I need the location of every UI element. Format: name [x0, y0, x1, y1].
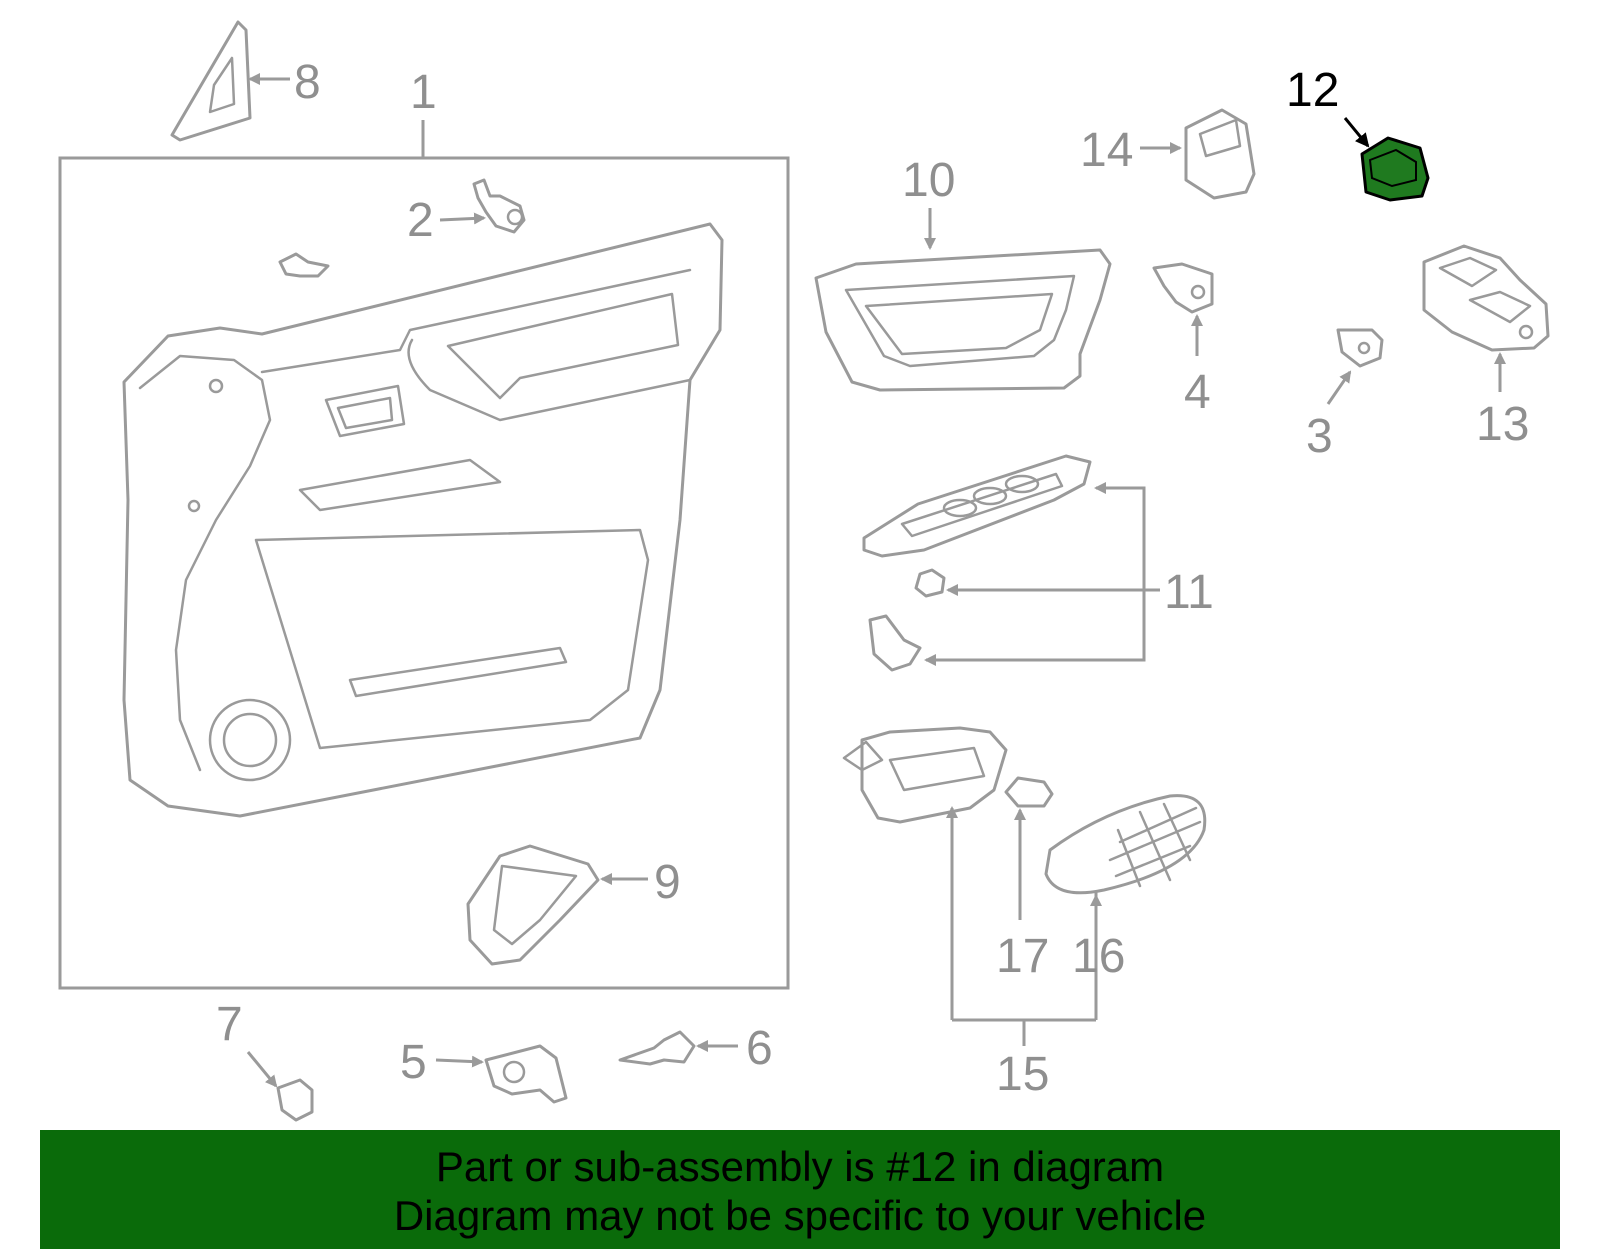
callout-4: 4 — [1184, 366, 1211, 419]
part-13-master-switch — [1422, 244, 1550, 392]
callout-10: 10 — [902, 154, 955, 207]
callout-5: 5 — [400, 1036, 427, 1089]
callout-17: 17 — [996, 930, 1049, 983]
part-4-clip — [1152, 262, 1214, 356]
part-7-clip — [246, 1051, 314, 1122]
callout-15: 15 — [996, 1048, 1049, 1101]
callout-8: 8 — [294, 56, 321, 109]
callout-6: 6 — [746, 1022, 773, 1075]
part-16-lens — [1044, 794, 1207, 1020]
callout-13: 13 — [1476, 398, 1529, 451]
part-10-handle-bezel — [814, 208, 1112, 392]
callout-16: 16 — [1072, 930, 1125, 983]
part-15-lamp-assembly — [842, 726, 1096, 1046]
part-2-clip — [439, 178, 526, 234]
callout-3: 3 — [1306, 410, 1333, 463]
callout-9: 9 — [654, 856, 681, 909]
part-6-screw — [618, 1030, 738, 1066]
panel-clip — [278, 252, 330, 278]
callout-14: 14 — [1080, 124, 1133, 177]
callout-7: 7 — [216, 998, 243, 1051]
callout-1: 1 — [410, 66, 437, 119]
part-14-switch — [1140, 108, 1256, 200]
callout-11: 11 — [1164, 566, 1214, 619]
part-5-bracket — [435, 1044, 568, 1104]
part-9-grille-cover — [466, 844, 648, 966]
banner-line-part-number: Part or sub-assembly is #12 in diagram — [435, 1143, 1165, 1190]
banner-line-disclaimer: Diagram may not be specific to your vehi… — [393, 1192, 1207, 1239]
part-12-switch-highlighted — [1343, 117, 1430, 202]
part-8-mirror-trim — [170, 20, 290, 142]
part-11-switch-panel — [862, 454, 1160, 672]
callout-2: 2 — [407, 194, 434, 247]
part-1-door-trim-panel — [58, 120, 790, 990]
callout-12: 12 — [1286, 64, 1339, 117]
part-3-clip — [1326, 328, 1384, 405]
part-17-bulb — [1004, 776, 1054, 920]
info-banner: Part or sub-assembly is #12 in diagram D… — [40, 1130, 1560, 1249]
